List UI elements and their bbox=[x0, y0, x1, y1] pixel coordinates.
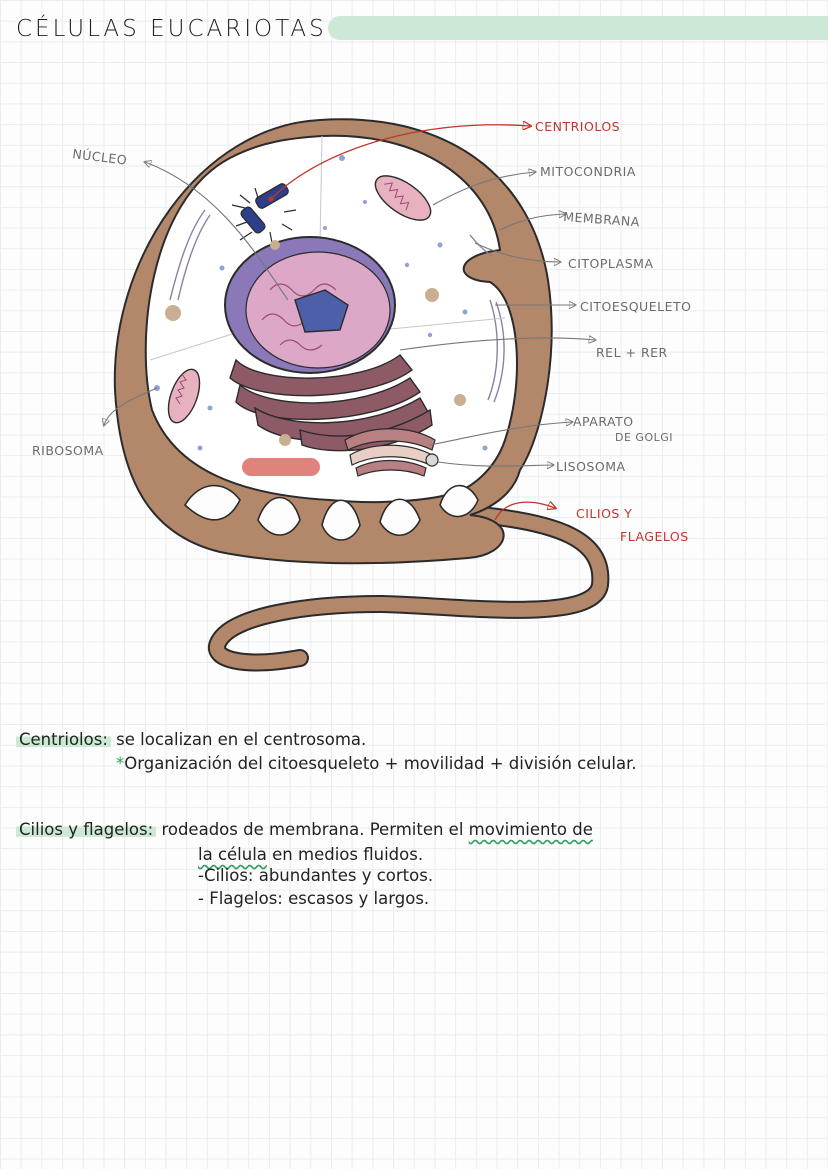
label-citoesqueleto: CITOESQUELETO bbox=[580, 299, 691, 314]
flagellum bbox=[208, 505, 610, 672]
label-rel-rer: REL + RER bbox=[596, 345, 668, 360]
ribosomes bbox=[154, 155, 488, 451]
pointer-lines bbox=[104, 162, 595, 466]
star-icon: * bbox=[116, 754, 125, 773]
label-de-golgi: DE GOLGI bbox=[615, 431, 673, 444]
vesicle bbox=[242, 458, 320, 476]
membrane-protrusions bbox=[183, 484, 479, 541]
text-cilios-underlined-1: movimiento de bbox=[468, 820, 593, 839]
note-cilios: Cilios y flagelos: rodeados de membrana.… bbox=[16, 820, 593, 839]
golgi-apparatus bbox=[344, 428, 436, 477]
label-citoplasma: CITOPLASMA bbox=[568, 256, 654, 271]
text-centriolos: se localizan en el centrosoma. bbox=[116, 730, 367, 749]
text-cilios-underlined-2: la célula bbox=[198, 845, 267, 864]
text-centriolos-detail: Organización del citoesqueleto + movilid… bbox=[124, 754, 637, 773]
label-membrana: MEMBRANA bbox=[563, 209, 641, 229]
text-cilios: rodeados de membrana. Permiten el bbox=[161, 820, 464, 839]
label-lisosoma: LISOSOMA bbox=[556, 459, 626, 474]
label-aparato: APARATO bbox=[573, 414, 634, 429]
note-cilios-line2: la célula en medios fluidos. bbox=[198, 845, 423, 864]
label-flagelos: FLAGELOS bbox=[620, 529, 689, 544]
cytoplasm-lines bbox=[149, 135, 506, 361]
label-centriolos: CENTRIOLOS bbox=[535, 119, 620, 134]
granules bbox=[165, 240, 466, 446]
mitochondrion-top bbox=[374, 175, 432, 221]
title-highlight-bar bbox=[328, 16, 828, 40]
label-mitocondria: MITOCONDRIA bbox=[540, 164, 636, 179]
label-cilios: CILIOS Y bbox=[576, 506, 632, 521]
note-cilios-item-2: - Flagelos: escasos y largos. bbox=[198, 889, 430, 908]
cytoskeleton-fibers bbox=[169, 209, 505, 403]
label-ribosoma: RIBOSOMA bbox=[32, 443, 104, 458]
nucleus bbox=[224, 236, 396, 374]
term-centriolos: Centriolos: bbox=[16, 730, 111, 749]
pointer-lines-red bbox=[270, 125, 555, 521]
note-centriolos: Centriolos: se localizan en el centrosom… bbox=[16, 730, 366, 749]
note-cilios-item-1: -Cilios: abundantes y cortos. bbox=[198, 866, 434, 885]
animal-cell-diagram: NÚCLEO RIBOSOMA CENTRIOLOS MITOCONDRIA M… bbox=[32, 118, 691, 672]
term-cilios: Cilios y flagelos: bbox=[16, 820, 157, 839]
label-nucleo: NÚCLEO bbox=[72, 146, 128, 168]
mitochondrion-left bbox=[167, 368, 201, 424]
text-cilios-2: en medios fluidos. bbox=[272, 845, 424, 864]
note-centriolos-detail: *Organización del citoesqueleto + movili… bbox=[116, 754, 637, 773]
lysosome bbox=[425, 453, 439, 467]
